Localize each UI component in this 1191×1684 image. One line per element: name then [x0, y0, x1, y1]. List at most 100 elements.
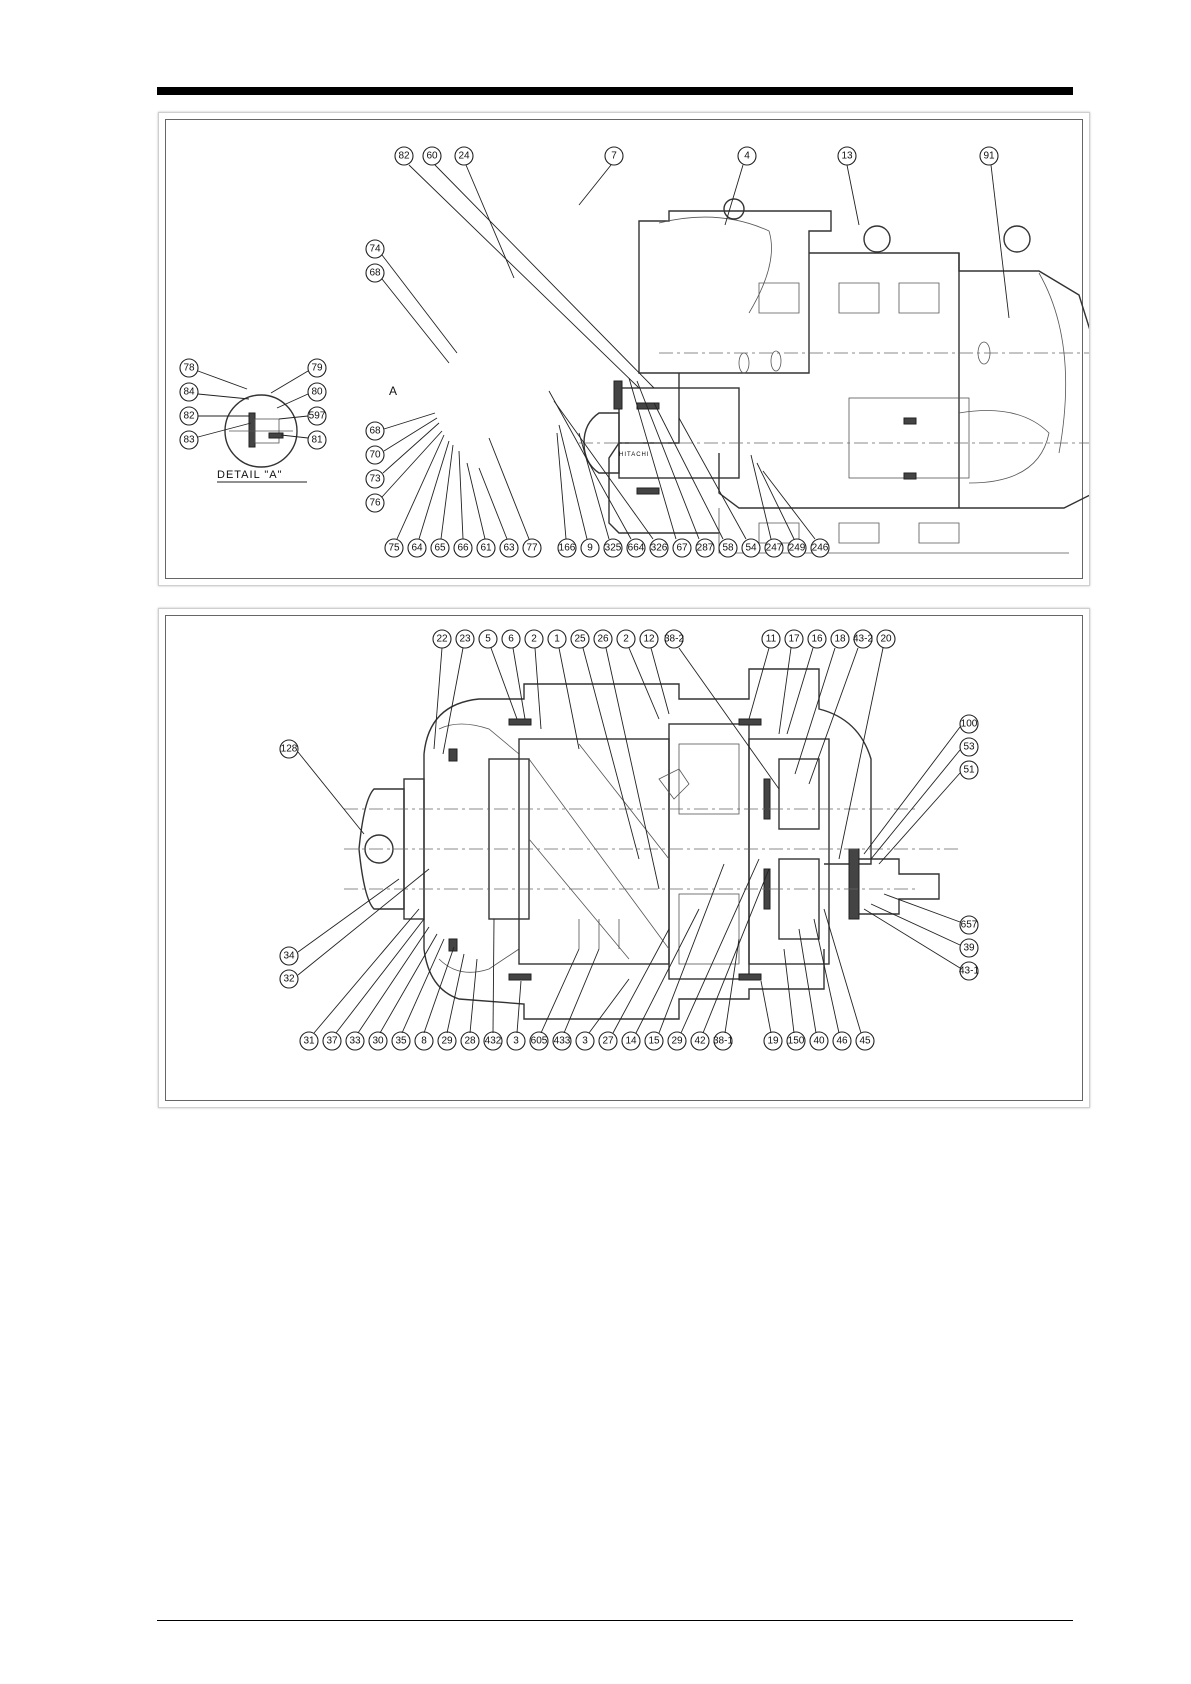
callout-45: 45: [823, 908, 875, 1051]
svg-text:76: 76: [369, 498, 381, 509]
callout-43-2: 43-2: [808, 629, 873, 785]
callout-35: 35: [391, 938, 445, 1051]
svg-text:79: 79: [311, 363, 323, 374]
callout-31: 31: [299, 908, 420, 1051]
svg-text:16: 16: [811, 634, 823, 645]
svg-text:249: 249: [789, 543, 806, 554]
callout-24: 24: [454, 146, 515, 279]
callout-29-left: 29: [437, 953, 465, 1051]
callout-68-upper: 68: [365, 263, 450, 364]
svg-text:33: 33: [349, 1036, 361, 1047]
callout-15: 15: [644, 863, 725, 1051]
callout-38-2: 38-2: [664, 629, 780, 790]
callout-20: 20: [838, 629, 896, 860]
svg-text:74: 74: [369, 244, 381, 255]
callout-33: 33: [345, 926, 430, 1051]
svg-text:432: 432: [485, 1036, 502, 1047]
svg-text:13: 13: [841, 151, 853, 162]
svg-text:38-2: 38-2: [664, 634, 684, 645]
callout-46: 46: [813, 918, 852, 1051]
svg-text:3: 3: [513, 1036, 519, 1047]
view-marker-a: A: [389, 384, 397, 398]
callout-246: 246: [762, 470, 830, 558]
figure-frame: [165, 615, 1083, 1101]
svg-text:77: 77: [526, 543, 538, 554]
callout-28: 28: [460, 958, 480, 1051]
callout-664: 664: [548, 390, 646, 558]
svg-text:29: 29: [671, 1036, 683, 1047]
svg-text:39: 39: [963, 943, 975, 954]
callout-43-1: 43-1: [863, 908, 979, 981]
svg-text:34: 34: [283, 951, 295, 962]
callout-287: 287: [636, 380, 715, 558]
callout-66: 66: [453, 450, 473, 558]
svg-text:9: 9: [587, 543, 593, 554]
callout-58: 58: [653, 402, 738, 558]
callout-597: 597: [278, 406, 327, 426]
svg-text:81: 81: [311, 435, 323, 446]
callout-60: 60: [422, 146, 655, 389]
svg-text:597: 597: [309, 411, 326, 422]
svg-text:100: 100: [961, 719, 978, 730]
callout-61: 61: [466, 462, 496, 558]
svg-text:68: 68: [369, 268, 381, 279]
callout-22: 22: [432, 629, 452, 750]
callout-17: 17: [778, 629, 804, 735]
callout-30: 30: [368, 933, 438, 1051]
svg-text:61: 61: [480, 543, 492, 554]
callout-81: 81: [280, 430, 327, 450]
callout-4: 4: [724, 146, 757, 226]
svg-text:247: 247: [766, 543, 783, 554]
callout-91: 91: [979, 146, 1010, 319]
svg-text:28: 28: [464, 1036, 476, 1047]
callout-82: 82: [394, 146, 640, 389]
callout-432: 432: [483, 918, 503, 1051]
callout-325: 325: [578, 432, 623, 558]
callout-3-right: 3: [575, 978, 630, 1051]
callout-6: 6: [501, 629, 526, 720]
svg-text:82: 82: [183, 411, 195, 422]
callout-29-right: 29: [667, 858, 760, 1051]
callout-247: 247: [750, 454, 784, 558]
svg-text:12: 12: [643, 634, 655, 645]
callout-100: 100: [863, 714, 979, 855]
svg-text:14: 14: [625, 1036, 637, 1047]
svg-text:17: 17: [788, 634, 800, 645]
svg-text:60: 60: [426, 151, 438, 162]
pump-side-section-figure: DETAIL "A" A HITACHI 82 60 24 7 4 13 91 …: [158, 112, 1090, 586]
side-section-drawing: DETAIL "A" A HITACHI 82 60 24 7 4 13 91 …: [179, 146, 1089, 558]
callout-2-right: 2: [616, 629, 660, 720]
figure-frame: [165, 119, 1083, 579]
svg-text:664: 664: [628, 543, 645, 554]
svg-text:433: 433: [554, 1036, 571, 1047]
callout-657: 657: [883, 893, 979, 935]
callout-68-lower: 68: [365, 412, 436, 441]
callout-18: 18: [794, 629, 850, 775]
callout-433: 433: [552, 948, 600, 1051]
svg-text:54: 54: [745, 543, 757, 554]
callout-79: 79: [270, 358, 327, 394]
svg-text:326: 326: [651, 543, 668, 554]
svg-text:7: 7: [611, 151, 617, 162]
svg-text:6: 6: [508, 634, 514, 645]
svg-text:31: 31: [303, 1036, 315, 1047]
svg-text:19: 19: [767, 1036, 779, 1047]
svg-text:84: 84: [183, 387, 195, 398]
svg-text:46: 46: [836, 1036, 848, 1047]
svg-text:38-1: 38-1: [713, 1036, 733, 1047]
svg-text:82: 82: [398, 151, 410, 162]
svg-text:15: 15: [648, 1036, 660, 1047]
svg-text:3: 3: [582, 1036, 588, 1047]
svg-text:605: 605: [531, 1036, 548, 1047]
svg-text:40: 40: [813, 1036, 825, 1047]
svg-text:66: 66: [457, 543, 469, 554]
svg-text:64: 64: [411, 543, 423, 554]
callout-82-detail: 82: [179, 406, 249, 426]
callout-75: 75: [384, 434, 445, 558]
svg-text:63: 63: [503, 543, 515, 554]
callout-5: 5: [478, 629, 518, 720]
callout-77: 77: [488, 437, 542, 558]
callout-16: 16: [786, 629, 827, 735]
svg-text:65: 65: [434, 543, 446, 554]
svg-text:5: 5: [485, 634, 491, 645]
